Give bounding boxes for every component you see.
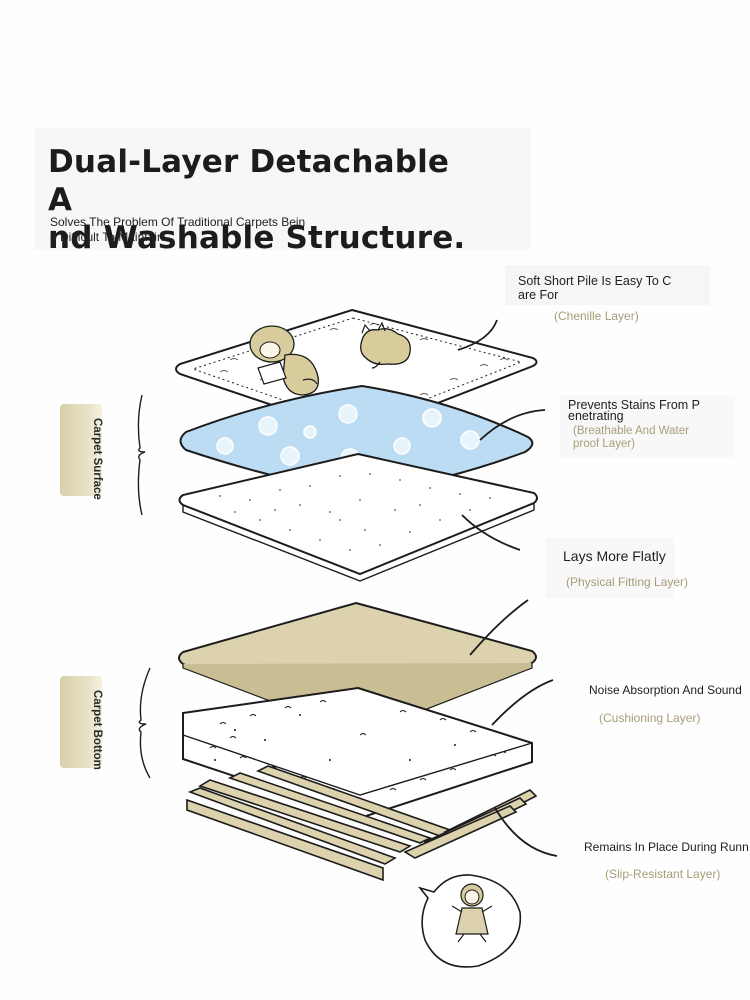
leader-line-board — [469, 599, 529, 656]
bottom-brace — [138, 667, 151, 779]
leader-line-cushion — [491, 679, 554, 726]
page-title: Dual-Layer Detachable A nd Washable Stru… — [48, 144, 466, 256]
carpet-surface-label: Carpet Surface — [91, 418, 103, 500]
slip-resistant-layer — [186, 765, 538, 882]
carpet-surface-tag — [60, 404, 102, 496]
fitting-layer-name: (Physical Fitting Layer) — [566, 575, 689, 589]
sleeping-cat-figure — [360, 321, 411, 369]
fitting-description: Lays More Flatly — [563, 548, 666, 564]
physical-fitting-layer — [178, 452, 538, 582]
surface-brace — [137, 394, 146, 516]
title-panel — [34, 128, 530, 250]
chenille-layer-name: (Chenille Layer) — [554, 309, 639, 323]
carpet-bottom-label: Carpet Bottom — [91, 690, 103, 770]
leader-line-slip — [494, 807, 558, 857]
cushion-layer-name: (Cushioning Layer) — [599, 711, 701, 725]
callout-panel-3 — [545, 538, 675, 598]
slip-description: Remains In Place During Runn — [584, 840, 749, 854]
carpet-bottom-tag — [60, 676, 102, 768]
slip-layer-name: (Slip-Resistant Layer) — [605, 867, 721, 881]
waterproof-description: Prevents Stains From P enetrating — [568, 398, 700, 423]
leader-line-fitting — [461, 514, 521, 551]
leader-line-waterproof — [479, 409, 546, 441]
chenille-description: Soft Short Pile Is Easy To C are For — [518, 274, 672, 302]
speech-bubble-figure — [417, 874, 522, 968]
leader-lines — [457, 319, 558, 857]
waterproof-layer-name: (Breathable And Water proof Layer) — [573, 425, 689, 450]
sleeping-girl-figure — [249, 325, 320, 396]
callout-panel-1 — [505, 265, 710, 305]
cushion-description: Noise Absorption And Sound — [589, 683, 742, 697]
page-subtitle: Solves The Problem Of Traditional Carpet… — [50, 215, 306, 244]
leader-line-chenille — [457, 319, 498, 351]
callout-panel-2 — [560, 395, 735, 457]
